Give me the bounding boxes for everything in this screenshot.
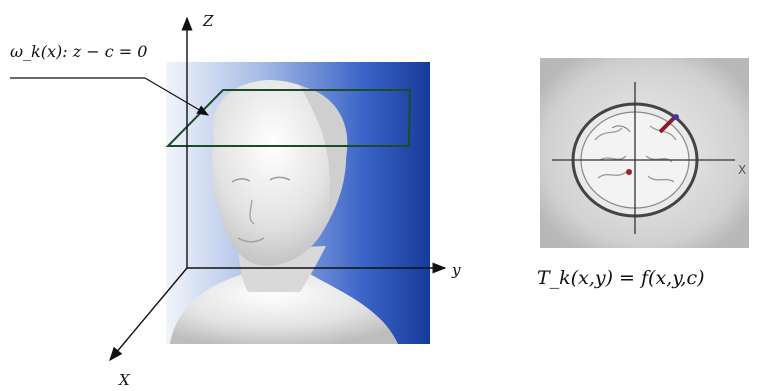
x-axis	[109, 267, 188, 362]
x-axis-label: X	[119, 371, 130, 389]
leader-arrow	[144, 77, 210, 116]
z-axis-label: Z	[203, 12, 214, 30]
plane-equation: ω_k(x): z − c = 0	[10, 42, 148, 61]
slice-equation: T_k(x,y) = f(x,y,c)	[537, 267, 705, 289]
slice-x-axis-label: X	[738, 163, 747, 177]
head-icon	[170, 80, 398, 344]
y-axis-label: y	[452, 261, 461, 279]
brain-slice-icon	[540, 58, 749, 248]
